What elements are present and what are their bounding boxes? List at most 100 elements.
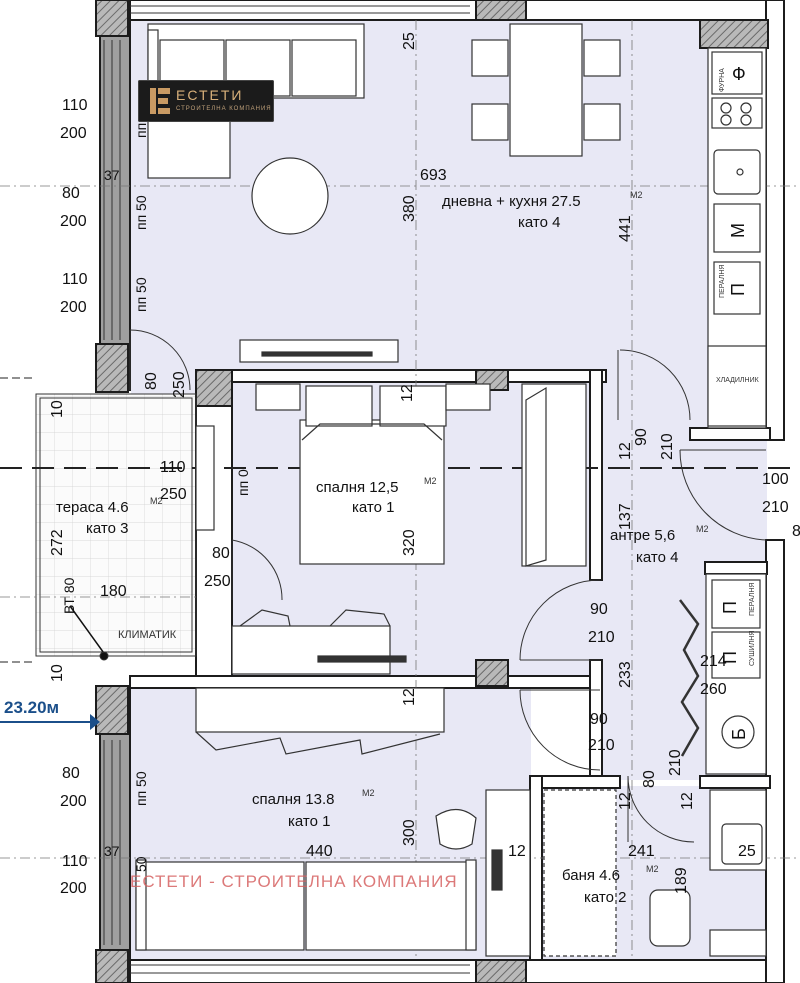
dim-210-a: 210 [659,433,676,460]
dim-693: 693 [420,167,447,184]
company-logo: ЕСТЕТИ СТРОИТЕЛНА КОМПАНИЯ [138,80,274,122]
living-unit: M2 [630,190,643,200]
dim-200-a: 200 [60,125,87,142]
label-dryer: СУШИЛНЯ [749,631,756,666]
dim-200-b: 200 [60,213,87,230]
dim-260: 260 [700,681,727,698]
dim-440: 440 [306,843,333,860]
tv-unit [239,339,399,363]
bath-unit: M2 [646,864,659,874]
living-name: дневна + кухня 27.5 [442,193,581,210]
furniture [135,23,767,957]
hall-name: антре 5,6 [610,527,675,544]
tv [261,351,373,357]
wall-kitchen-lower [689,427,771,441]
dim-250-b: 250 [160,486,187,503]
dining-set [471,23,621,157]
hatch-block-10 [195,369,233,407]
bath-fixtures [543,789,767,957]
hatch-block-2 [95,685,129,735]
logo-mark-icon [150,88,170,114]
twin-beds [135,859,477,951]
hatch-block-8 [699,19,769,49]
dim-10-b: 10 [49,664,66,682]
hall-unit: M2 [696,524,709,534]
dim-110-c: 110 [160,459,186,476]
wall-bedrooms-between [129,675,601,689]
hatch-block-3 [95,0,129,37]
dim-80-e: 80 [641,770,658,788]
dim-90-a: 90 [633,428,650,446]
dim-12-e: 12 [679,792,696,810]
dimension-labels: 25 693 380 441 110 200 пп 37 80 200 пп 5… [49,32,800,897]
dim-110-a: 110 [62,97,88,114]
keyboard-bedroom1 [317,655,407,663]
keyboard-bedroom2 [491,849,503,891]
bath-floor-code: като 2 [584,889,626,906]
label-oven: ФУРНА [719,68,726,92]
dim-8: 8 [792,523,800,540]
outer-wall-right [765,0,785,441]
dim-320: 320 [401,529,418,556]
logo-tagline: СТРОИТЕЛНА КОМПАНИЯ [176,106,272,112]
room-labels: дневна + кухня 27.5 M2 като 4 спалня 12,… [56,190,709,906]
dim-210-b: 210 [762,499,789,516]
dim-80-b: 80 [143,372,160,390]
bedroom1-floor-code: като 1 [352,499,394,516]
dim-214: 214 [700,653,727,670]
wall-hall-left [589,369,603,581]
terrace-floor-code: като 3 [86,520,128,537]
outer-wall-left-bottom [99,685,131,983]
door-swings [69,329,767,843]
bedroom1-unit: M2 [424,476,437,486]
dim-200-c: 200 [60,299,87,316]
dim-12-a: 12 [399,384,416,402]
label-m: М [728,223,748,238]
bath-name: баня 4.6 [562,867,620,884]
kitchen-counter [707,47,767,429]
terrace-rail [195,425,215,531]
dim-80-d: 80 [62,765,80,782]
dim-37-a: 37 [104,167,120,183]
label-klimatik: КЛИМАТИК [118,629,177,641]
label-p2: П [720,601,740,614]
dim-137: 137 [617,503,634,530]
bedroom1-name: спалня 12,5 [316,479,399,496]
dim-110-d: 110 [62,853,88,870]
hatch-block-7 [475,959,527,983]
logo-name: ЕСТЕТИ [176,87,244,103]
label-washer: ПЕРАЛНЯ [719,265,726,298]
label-p3: П [720,651,740,664]
windows [35,5,470,974]
dim-272: 272 [49,529,66,556]
dim-441: 441 [617,215,634,242]
dim-233: 233 [617,661,634,688]
wall-bedroom1-top [195,369,607,383]
dim-12-d: 12 [617,792,634,810]
elevation-label: 23.20м [4,698,60,717]
label-b: Б [729,728,749,740]
dim-pp50-c: пп 50 [133,771,149,806]
hatch-block-1 [95,343,129,393]
label-phi: Ф [732,64,746,84]
dim-250-c: 250 [204,573,231,590]
dim-10-a: 10 [49,400,66,418]
label-p1: П [728,283,748,296]
dim-90-b: 90 [590,601,608,618]
wall-bath-top-right [699,775,771,789]
dim-250-a: 250 [171,371,188,398]
wardrobe-bedroom2 [195,687,445,755]
coffee-table [251,157,329,235]
dim-100: 100 [762,471,789,488]
watermark-text: ЕСТЕТИ - СТРОИТЕЛНА КОМПАНИЯ [130,872,458,891]
dim-80-a: 80 [62,185,80,202]
office-chair [435,808,477,850]
dim-380: 380 [401,195,418,222]
desk-shapes [239,609,391,627]
outer-wall-right-lower [765,539,785,983]
walls [95,0,785,983]
wall-bath-top [529,775,621,789]
dim-189: 189 [673,867,690,894]
dim-80-c: 80 [212,545,230,562]
terrace-floor [36,394,196,656]
